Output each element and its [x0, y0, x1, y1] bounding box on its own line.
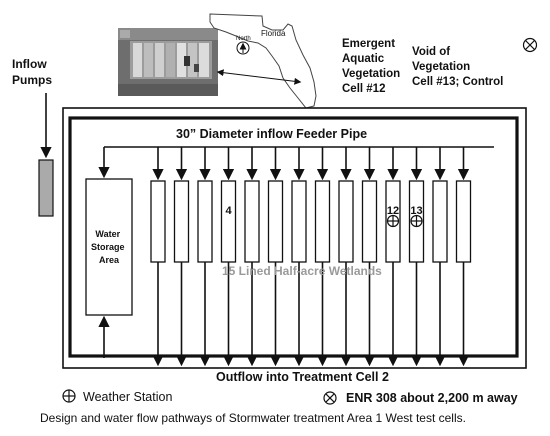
wetland-cell	[432, 147, 448, 367]
weather-station-label: Weather Station	[83, 390, 172, 404]
wetland-cell-rect	[267, 180, 284, 263]
wetland-cell: 13	[408, 147, 425, 367]
enr-label: ENR 308 about 2,200 m away	[346, 391, 518, 405]
wetland-cell-number: 13	[410, 205, 422, 217]
weather-station-icon	[410, 214, 423, 228]
wetland-cell: 4	[220, 147, 237, 367]
north-label: North	[236, 36, 251, 42]
wetland-cell	[314, 147, 331, 367]
wetland-cell-number: 12	[387, 205, 399, 217]
north-arrow-icon	[236, 41, 250, 55]
satellite-photo	[118, 28, 218, 96]
wetland-cell	[197, 147, 213, 367]
wetland-cell-rect	[361, 180, 378, 263]
wetland-cell	[173, 147, 190, 367]
feeder-pipe-label: 30” Diameter inflow Feeder Pipe	[176, 127, 367, 141]
florida-map: Florida North	[209, 13, 317, 109]
location-pointer-line	[216, 69, 302, 85]
wetland-cell-rect	[338, 180, 354, 263]
wetland-cell-rect	[432, 180, 448, 263]
wetland-cell-rect	[173, 180, 190, 263]
inflow-pumps-label: Inflow Pumps	[12, 57, 52, 87]
wetland-cells: 4 12 13	[150, 147, 472, 367]
wetland-cell-rect	[244, 180, 260, 263]
wetland-cell	[361, 147, 378, 367]
emergent-vegetation-label: Emergent Aquatic Vegetation Cell #12	[342, 38, 403, 95]
outer-boundary	[62, 107, 527, 369]
wetland-cell	[291, 147, 307, 367]
wetland-cell-number: 4	[225, 205, 232, 217]
weather-station-icon	[386, 214, 400, 228]
weather-station-icon	[62, 389, 76, 403]
wetland-cell-rect	[197, 180, 213, 263]
water-storage-label: Water Storage Area	[91, 229, 127, 265]
wetland-cell-rect	[220, 180, 237, 263]
inflow-pump	[38, 159, 54, 217]
wetland-cell-rect	[291, 180, 307, 263]
outflow-label: Outflow into Treatment Cell 2	[216, 370, 389, 384]
caption: Design and water flow pathways of Stormw…	[40, 411, 466, 425]
water-storage-area	[85, 178, 133, 316]
wetland-cell	[244, 147, 260, 367]
wetland-cell-rect	[314, 180, 331, 263]
wetland-cell	[267, 147, 284, 367]
void-vegetation-label: Void of Vegetation Cell #13; Control	[412, 46, 503, 88]
florida-label: Florida	[261, 29, 286, 38]
wetland-cell-rect	[150, 180, 166, 263]
wetland-cell-rect	[455, 180, 472, 263]
wetland-cell: 12	[385, 147, 401, 367]
wetlands-label: 15 Lined Half-acre Wetlands	[222, 264, 382, 278]
wetland-cell	[150, 147, 166, 367]
wetland-cell	[338, 147, 354, 367]
enr-icon	[323, 391, 337, 405]
wetland-cell	[455, 147, 472, 367]
control-cell-icon	[522, 37, 538, 53]
